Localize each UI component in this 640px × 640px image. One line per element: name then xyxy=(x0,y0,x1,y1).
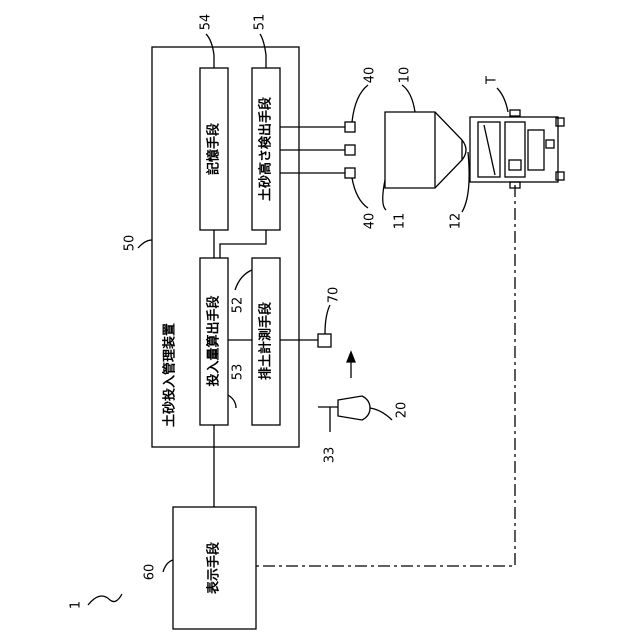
ref-40-bot: 40 xyxy=(363,213,378,230)
ref-40-top: 40 xyxy=(363,67,378,84)
weigher xyxy=(318,334,331,347)
comm-line xyxy=(256,185,515,566)
sensor-top xyxy=(345,122,355,132)
ref-51: 51 xyxy=(253,14,268,31)
link-height-calc xyxy=(220,230,266,258)
height-detect-label: 土砂高さ検出手段 xyxy=(258,97,274,201)
leader-10 xyxy=(402,85,415,112)
leader-T xyxy=(497,88,508,112)
ref-50: 50 xyxy=(123,235,138,252)
truck xyxy=(470,110,564,188)
leader-51 xyxy=(260,34,266,68)
ref-12: 12 xyxy=(449,213,464,230)
ref-54: 54 xyxy=(199,14,214,31)
ref-T: T xyxy=(485,76,500,85)
leader-54 xyxy=(206,34,214,68)
ref-70: 70 xyxy=(327,287,342,304)
storage-label: 記憶手段 xyxy=(206,123,222,175)
leader-52 xyxy=(235,270,252,290)
ref-11: 11 xyxy=(393,213,408,230)
input-calc-label: 投入量算出手段 xyxy=(206,295,222,386)
ref-10: 10 xyxy=(398,67,413,84)
ref-60: 60 xyxy=(143,564,158,581)
ref-33: 33 xyxy=(323,447,338,464)
leader-60 xyxy=(163,560,173,572)
leader-70 xyxy=(325,305,330,334)
sensor-bot xyxy=(345,168,355,178)
ref-52: 52 xyxy=(231,297,246,314)
leader-12 xyxy=(462,152,469,212)
leader-53 xyxy=(228,395,236,408)
discharge-measure-label: 排土計測手段 xyxy=(258,302,274,380)
leader-40-top xyxy=(352,85,368,122)
leader-20 xyxy=(370,408,392,420)
sensor-mid xyxy=(345,145,355,155)
display-label: 表示手段 xyxy=(206,542,222,595)
ref-1: 1 xyxy=(69,601,84,609)
bucket xyxy=(338,396,370,420)
leader-40-bot xyxy=(352,178,368,208)
hopper xyxy=(385,112,462,188)
fig-arrow xyxy=(88,594,122,605)
device-label: 土砂投入管理装置 xyxy=(162,323,178,427)
leader-50 xyxy=(138,240,152,248)
ref-53: 53 xyxy=(231,364,246,381)
transport-arrow xyxy=(347,352,355,378)
ref-20: 20 xyxy=(395,402,410,419)
